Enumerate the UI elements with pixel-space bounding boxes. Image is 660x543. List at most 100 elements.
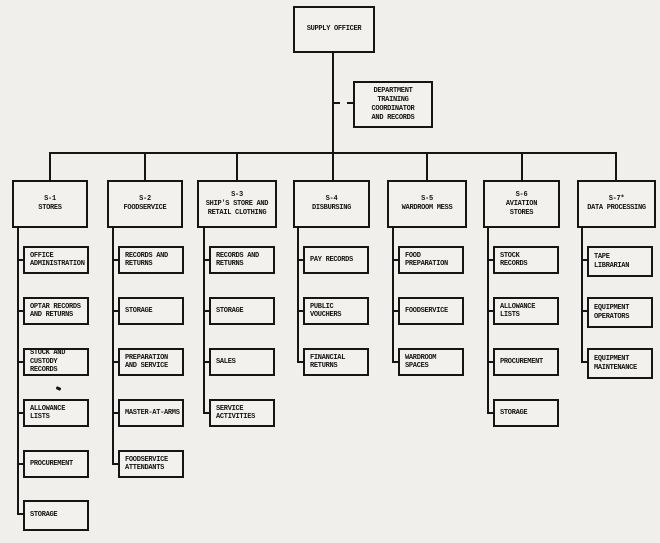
unit-label: SERVICE ACTIVITIES bbox=[216, 404, 256, 422]
connector-stub bbox=[112, 310, 119, 312]
unit-label: PAY RECORDS bbox=[310, 255, 353, 264]
connector-stub bbox=[392, 310, 399, 312]
connector-stub bbox=[112, 463, 119, 465]
spine-s7 bbox=[581, 227, 583, 363]
unit-label: WARDROOM SPACES bbox=[405, 353, 437, 371]
department-box-s6: S-6 AVIATION STORES bbox=[483, 180, 560, 228]
unit-box-s4-financial-returns: FINANCIAL RETURNS bbox=[303, 348, 369, 376]
department-box-s4: S-4 DISBURSING bbox=[293, 180, 370, 228]
unit-box-s4-public-vouchers: PUBLIC VOUCHERS bbox=[303, 297, 369, 325]
unit-box-s3-service-activities: SERVICE ACTIVITIES bbox=[209, 399, 275, 427]
connector-stub bbox=[203, 259, 210, 261]
unit-box-s6-stock-records: STOCK RECORDS bbox=[493, 246, 559, 274]
unit-label: STOCK AND CUSTODY RECORDS bbox=[30, 349, 66, 375]
unit-label: RECORDS AND RETURNS bbox=[125, 251, 168, 269]
spine-s6 bbox=[487, 227, 489, 414]
connector-stub bbox=[581, 310, 588, 312]
unit-label: PUBLIC VOUCHERS bbox=[310, 302, 342, 320]
unit-box-s1-stock-custody-records: STOCK AND CUSTODY RECORDS bbox=[23, 348, 89, 376]
unit-label: PROCUREMENT bbox=[30, 459, 73, 468]
unit-box-s1-office-administration: OFFICE ADMINISTRATION bbox=[23, 246, 89, 274]
unit-label: STORAGE bbox=[500, 408, 528, 417]
unit-label: STORAGE bbox=[30, 511, 58, 520]
training-coordinator-box: DEPARTMENT TRAINING COORDINATOR AND RECO… bbox=[353, 81, 433, 128]
spine-s2 bbox=[112, 227, 114, 465]
unit-label: FOODSERVICE bbox=[405, 306, 448, 315]
spine-s5 bbox=[392, 227, 394, 363]
unit-label: FINANCIAL RETURNS bbox=[310, 353, 346, 371]
connector-drop-s6 bbox=[521, 152, 523, 180]
connector-stub bbox=[392, 361, 399, 363]
unit-box-s1-storage: STORAGE bbox=[23, 500, 89, 531]
unit-box-s3-sales: SALES bbox=[209, 348, 275, 376]
unit-box-s2-foodservice-attendants: FOODSERVICE ATTENDANTS bbox=[118, 450, 184, 478]
department-title-s1: S-1 STORES bbox=[38, 195, 62, 212]
connector-drop-s2 bbox=[144, 152, 146, 180]
unit-box-s1-allowance-lists: ALLOWANCE LISTS bbox=[23, 399, 89, 427]
connector-stub bbox=[487, 259, 494, 261]
unit-box-s4-pay-records: PAY RECORDS bbox=[303, 246, 369, 274]
unit-label: OFFICE ADMINISTRATION bbox=[30, 251, 85, 269]
connector-stub bbox=[297, 361, 304, 363]
unit-box-s2-master-at-arms: MASTER-AT-ARMS bbox=[118, 399, 184, 427]
spine-s3 bbox=[203, 227, 205, 414]
connector-stub bbox=[112, 259, 119, 261]
unit-box-s5-food-preparation: FOOD PREPARATION bbox=[398, 246, 464, 274]
unit-label: PROCUREMENT bbox=[500, 357, 543, 366]
connector-stub bbox=[203, 361, 210, 363]
connector-stub bbox=[581, 361, 588, 363]
connector-drop-s7 bbox=[615, 152, 617, 180]
connector-staff-dashed-line bbox=[334, 102, 353, 104]
unit-box-s3-records-returns: RECORDS AND RETURNS bbox=[209, 246, 275, 274]
unit-label: ALLOWANCE LISTS bbox=[30, 404, 66, 422]
department-box-s7: S-7* DATA PROCESSING bbox=[577, 180, 656, 228]
department-box-s1: S-1 STORES bbox=[12, 180, 88, 228]
connector-stub bbox=[487, 310, 494, 312]
department-title-s3: S-3 SHIP'S STORE AND RETAIL CLOTHING bbox=[205, 190, 269, 217]
connector-stub bbox=[581, 259, 588, 261]
department-title-s5: S-5 WARDROOM MESS bbox=[401, 195, 453, 212]
connector-stub bbox=[17, 310, 24, 312]
unit-box-s3-storage: STORAGE bbox=[209, 297, 275, 325]
department-title-s6: S-6 AVIATION STORES bbox=[505, 190, 538, 217]
unit-label: PREPARATION AND SERVICE bbox=[125, 353, 168, 371]
unit-box-s7-equipment-maintenance: EQUIPMENT MAINTENANCE bbox=[587, 348, 653, 379]
connector-drop-s3 bbox=[236, 152, 238, 180]
unit-label: OPTAR RECORDS AND RETURNS bbox=[30, 302, 81, 320]
connector-stub bbox=[112, 412, 119, 414]
connector-stub bbox=[203, 310, 210, 312]
unit-box-s2-preparation-service: PREPARATION AND SERVICE bbox=[118, 348, 184, 376]
unit-label: FOODSERVICE ATTENDANTS bbox=[125, 455, 168, 473]
connector-stub bbox=[17, 259, 24, 261]
connector-stub bbox=[487, 412, 494, 414]
connector-stub bbox=[112, 361, 119, 363]
connector-stub bbox=[392, 259, 399, 261]
unit-box-s7-equipment-operators: EQUIPMENT OPERATORS bbox=[587, 297, 653, 328]
unit-box-s6-allowance-lists: ALLOWANCE LISTS bbox=[493, 297, 559, 325]
unit-label: MASTER-AT-ARMS bbox=[125, 408, 180, 417]
department-title-s7: S-7* DATA PROCESSING bbox=[587, 195, 646, 212]
connector-stub bbox=[17, 412, 24, 414]
connector-drop-s4 bbox=[332, 152, 334, 180]
unit-box-s1-procurement: PROCUREMENT bbox=[23, 450, 89, 478]
connector-stub bbox=[297, 259, 304, 261]
connector-stub bbox=[17, 513, 24, 515]
unit-label: RECORDS AND RETURNS bbox=[216, 251, 259, 269]
unit-box-s6-storage: STORAGE bbox=[493, 399, 559, 427]
connector-stub bbox=[297, 310, 304, 312]
unit-box-s5-wardroom-spaces: WARDROOM SPACES bbox=[398, 348, 464, 376]
scan-speck bbox=[55, 386, 62, 391]
connector-drop-s1 bbox=[49, 152, 51, 180]
unit-label: TAPE LIBRARIAN bbox=[594, 253, 630, 270]
unit-box-s5-foodservice: FOODSERVICE bbox=[398, 297, 464, 325]
unit-label: FOOD PREPARATION bbox=[405, 251, 448, 269]
unit-box-s7-tape-librarian: TAPE LIBRARIAN bbox=[587, 246, 653, 277]
supply-officer-label: SUPPLY OFFICER bbox=[306, 25, 362, 33]
spine-s4 bbox=[297, 227, 299, 363]
department-box-s3: S-3 SHIP'S STORE AND RETAIL CLOTHING bbox=[197, 180, 277, 228]
unit-label: STORAGE bbox=[216, 306, 244, 315]
unit-label: EQUIPMENT MAINTENANCE bbox=[594, 355, 637, 372]
unit-label: STORAGE bbox=[125, 306, 153, 315]
unit-box-s1-optar-records: OPTAR RECORDS AND RETURNS bbox=[23, 297, 89, 325]
